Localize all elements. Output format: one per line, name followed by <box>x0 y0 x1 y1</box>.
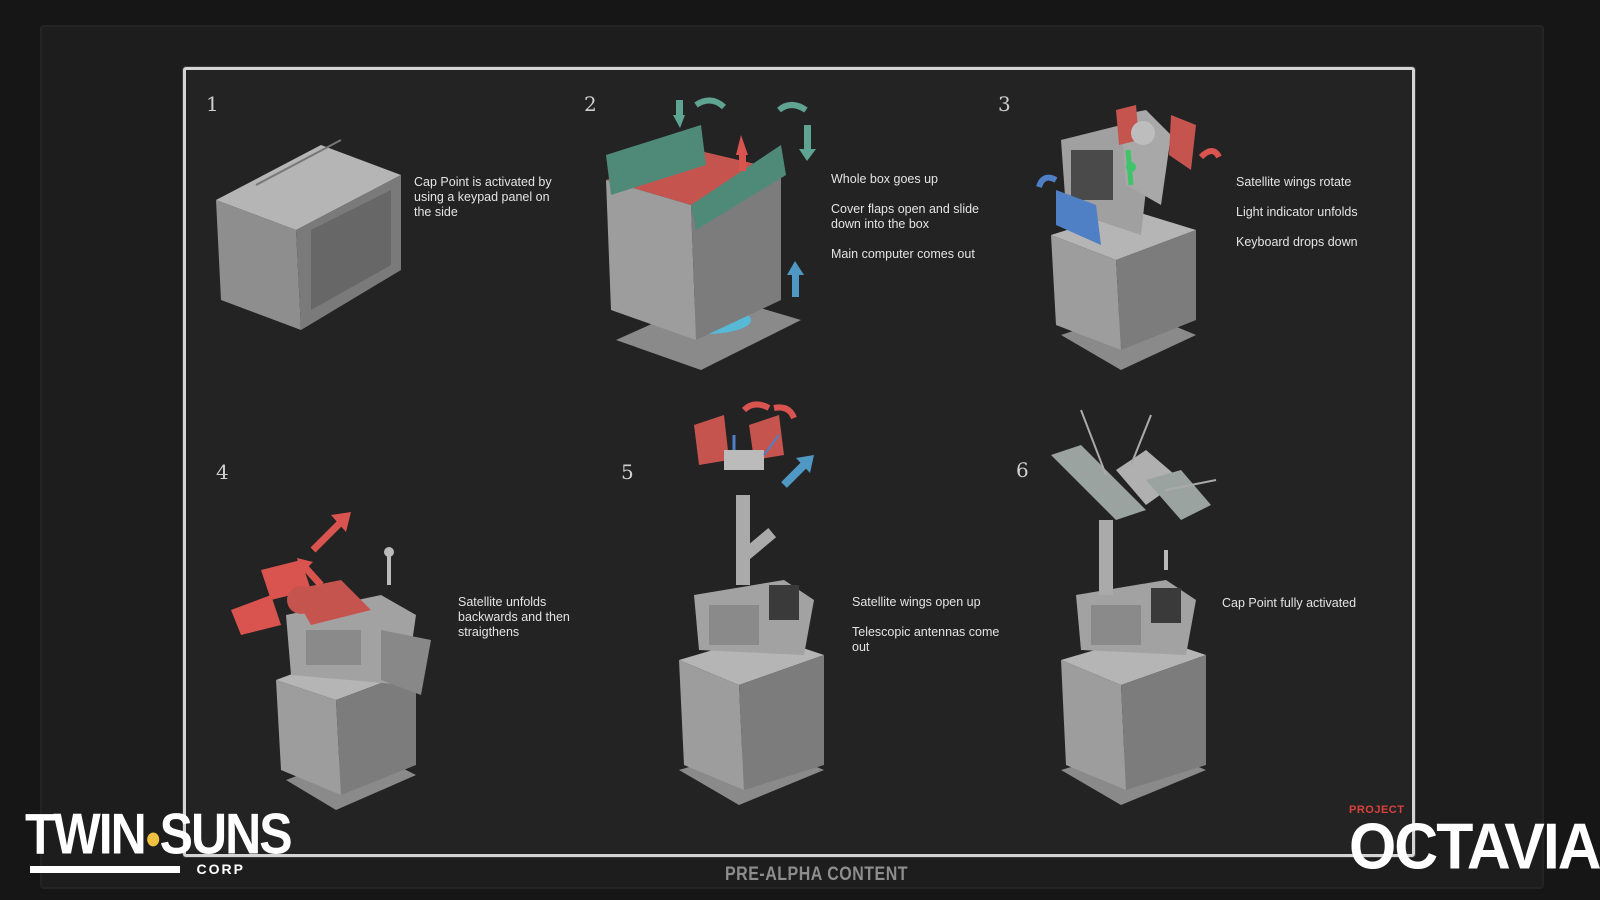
step-4-number: 4 <box>216 460 229 484</box>
step-2-caption: Whole box goes up Cover flaps open and s… <box>831 172 1001 277</box>
pre-alpha-label: PRE-ALPHA CONTENT <box>725 864 909 885</box>
project-octavia-logo: PROJECT OCTAVIA <box>1349 804 1600 884</box>
project-label: PROJECT <box>1349 804 1405 816</box>
step-1-caption: Cap Point is activated by using a keypad… <box>414 175 564 235</box>
step-5-wings-open-model <box>679 401 824 805</box>
step-3-caption-line-1: Satellite wings rotate <box>1236 175 1352 189</box>
step-5-caption-line-1: Satellite wings open up <box>852 595 981 609</box>
corp-label: CORP <box>196 861 245 877</box>
project-name: OCTAVIA <box>1349 810 1600 884</box>
step-3-caption: Satellite wings rotate Light indicator u… <box>1236 175 1396 265</box>
step-3-number: 3 <box>998 92 1011 116</box>
step-3-computer-model <box>1036 105 1222 370</box>
step-4-caption-line: Satellite unfolds backwards and then str… <box>458 595 570 639</box>
twin-suns-wordmark: TWIN●SUNS <box>25 801 293 867</box>
step-3-caption-line-2: Light indicator unfolds <box>1236 205 1358 219</box>
step-6-caption-line: Cap Point fully activated <box>1222 596 1357 610</box>
step-5-caption: Satellite wings open up Telescopic anten… <box>852 595 1012 670</box>
step-5-caption-line-2: Telescopic antennas come out <box>852 625 1000 654</box>
step-2-number: 2 <box>584 92 597 116</box>
step-6-caption: Cap Point fully activated <box>1222 596 1382 626</box>
step-3-caption-line-3: Keyboard drops down <box>1236 235 1358 249</box>
step-2-caption-line-1: Whole box goes up <box>831 172 939 186</box>
step-4-caption: Satellite unfolds backwards and then str… <box>458 595 588 655</box>
step-6-number: 6 <box>1016 458 1029 482</box>
step-1-closed-box-model <box>216 139 401 330</box>
step-4-satellite-unfold-model <box>231 512 431 810</box>
step-5-number: 5 <box>621 460 634 484</box>
step-2-caption-line-2: Cover flaps open and slide down into the… <box>831 202 980 231</box>
step-6-fully-activated-model <box>1051 409 1217 805</box>
sun-dot-icon: ● <box>144 819 162 856</box>
step-1-caption-line: Cap Point is activated by using a keypad… <box>414 175 552 219</box>
logo-underline-bar <box>30 866 180 873</box>
twin-word: TWIN <box>25 801 147 866</box>
suns-word: SUNS <box>159 801 293 866</box>
step-2-caption-line-3: Main computer comes out <box>831 247 975 261</box>
step-1-number: 1 <box>206 92 219 116</box>
step-2-opening-box-model <box>606 97 816 370</box>
twin-suns-corp-logo: TWIN●SUNS CORP <box>25 801 293 880</box>
storyboard-panel: 1 Cap Point is activated by using a keyp… <box>183 67 1415 857</box>
